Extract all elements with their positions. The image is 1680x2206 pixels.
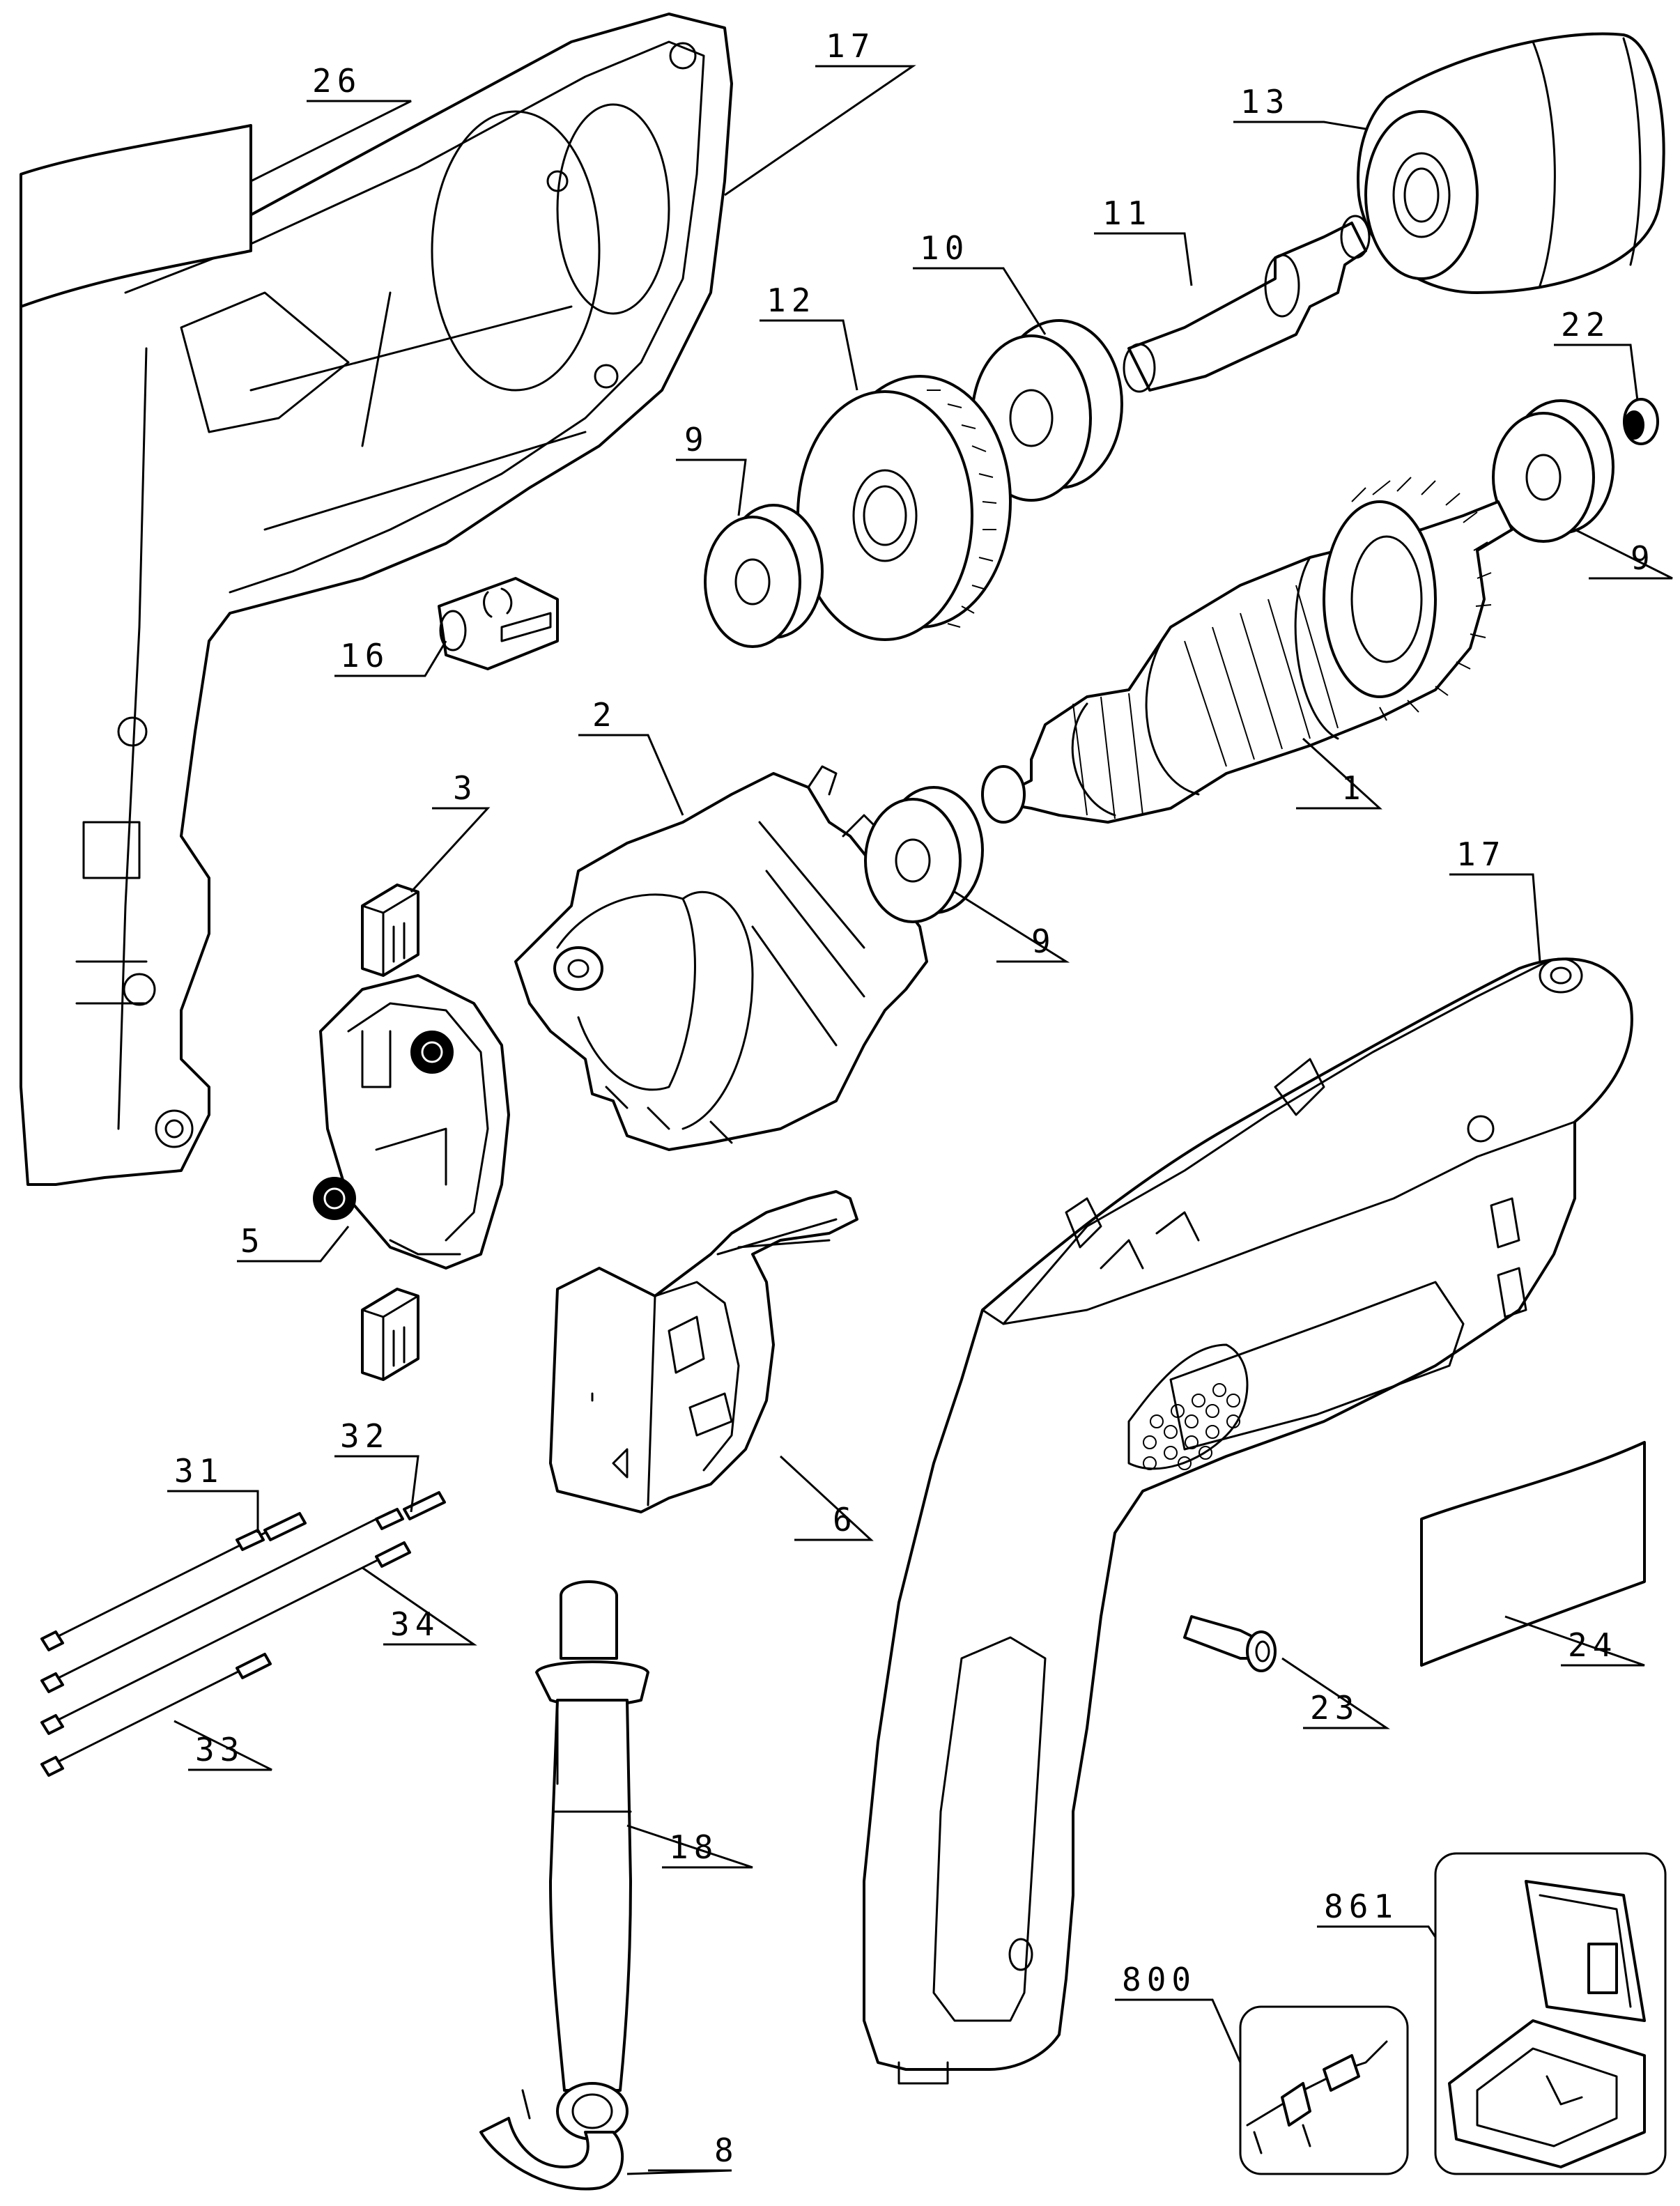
label-tag-24 xyxy=(1420,1441,1646,1667)
wire-31 xyxy=(40,1512,307,1651)
part-2-field-stator xyxy=(514,765,928,1151)
callout-33: 33 xyxy=(195,1731,245,1768)
callout-17-right: 17 xyxy=(1456,835,1506,873)
callout-3: 3 xyxy=(453,769,478,807)
part-9-bearing-left xyxy=(704,504,824,648)
callout-26: 26 xyxy=(312,62,362,100)
wire-32 xyxy=(40,1491,446,1693)
part-23-screw xyxy=(1183,1615,1277,1672)
part-8-hook xyxy=(479,2089,624,2191)
callout-9-center: 9 xyxy=(1031,923,1056,960)
callout-9-right: 9 xyxy=(1631,539,1656,577)
callout-34: 34 xyxy=(390,1605,440,1643)
callout-9-left: 9 xyxy=(684,421,709,458)
callout-800: 800 xyxy=(1122,1961,1196,1998)
part-13-chuck xyxy=(1357,32,1665,294)
callout-22: 22 xyxy=(1561,306,1610,344)
inset-800-accessory xyxy=(1239,2005,1409,2175)
vent-holes xyxy=(1143,1383,1240,1470)
housing-right-assembled xyxy=(863,957,1633,2085)
callout-24: 24 xyxy=(1568,1626,1617,1664)
part-9-bearing-right xyxy=(1492,399,1615,543)
part-18-side-handle xyxy=(535,1580,649,2141)
part-22-small-bearing xyxy=(1623,398,1659,445)
callout-16: 16 xyxy=(340,637,390,674)
callout-labels: 26 17 13 11 10 12 22 9 9 16 2 1 3 9 17 5… xyxy=(174,27,1656,2169)
callout-31: 31 xyxy=(174,1452,224,1490)
callout-1: 1 xyxy=(1341,769,1366,807)
callout-13: 13 xyxy=(1240,83,1290,121)
part-16-block xyxy=(438,577,559,670)
callout-32: 32 xyxy=(340,1417,390,1455)
callout-10: 10 xyxy=(920,229,969,267)
callout-6: 6 xyxy=(833,1501,858,1538)
part-5-brush-holder xyxy=(313,974,510,1270)
callout-17-top: 17 xyxy=(826,27,875,65)
part-6-switch xyxy=(549,1190,858,1513)
inset-861-carrying-case xyxy=(1434,1852,1667,2175)
part-1-armature xyxy=(981,477,1513,824)
callout-5: 5 xyxy=(240,1222,265,1260)
callout-11: 11 xyxy=(1102,194,1152,232)
callout-8: 8 xyxy=(714,2131,739,2169)
part-3-brush-lower xyxy=(361,1288,419,1381)
callout-12: 12 xyxy=(766,281,816,319)
part-3-brush-upper xyxy=(361,884,419,977)
callout-2: 2 xyxy=(592,696,617,734)
wire-34 xyxy=(40,1541,411,1735)
part-11-spindle xyxy=(1123,215,1371,393)
callout-18: 18 xyxy=(669,1828,718,1866)
wire-33 xyxy=(40,1653,272,1777)
part-12-gear xyxy=(796,375,1012,641)
callout-861: 861 xyxy=(1324,1888,1398,1925)
callout-leaders xyxy=(167,65,1673,2175)
part-9-bearing-center xyxy=(864,786,984,923)
callout-23: 23 xyxy=(1310,1689,1359,1727)
label-tag-26 xyxy=(20,124,252,308)
